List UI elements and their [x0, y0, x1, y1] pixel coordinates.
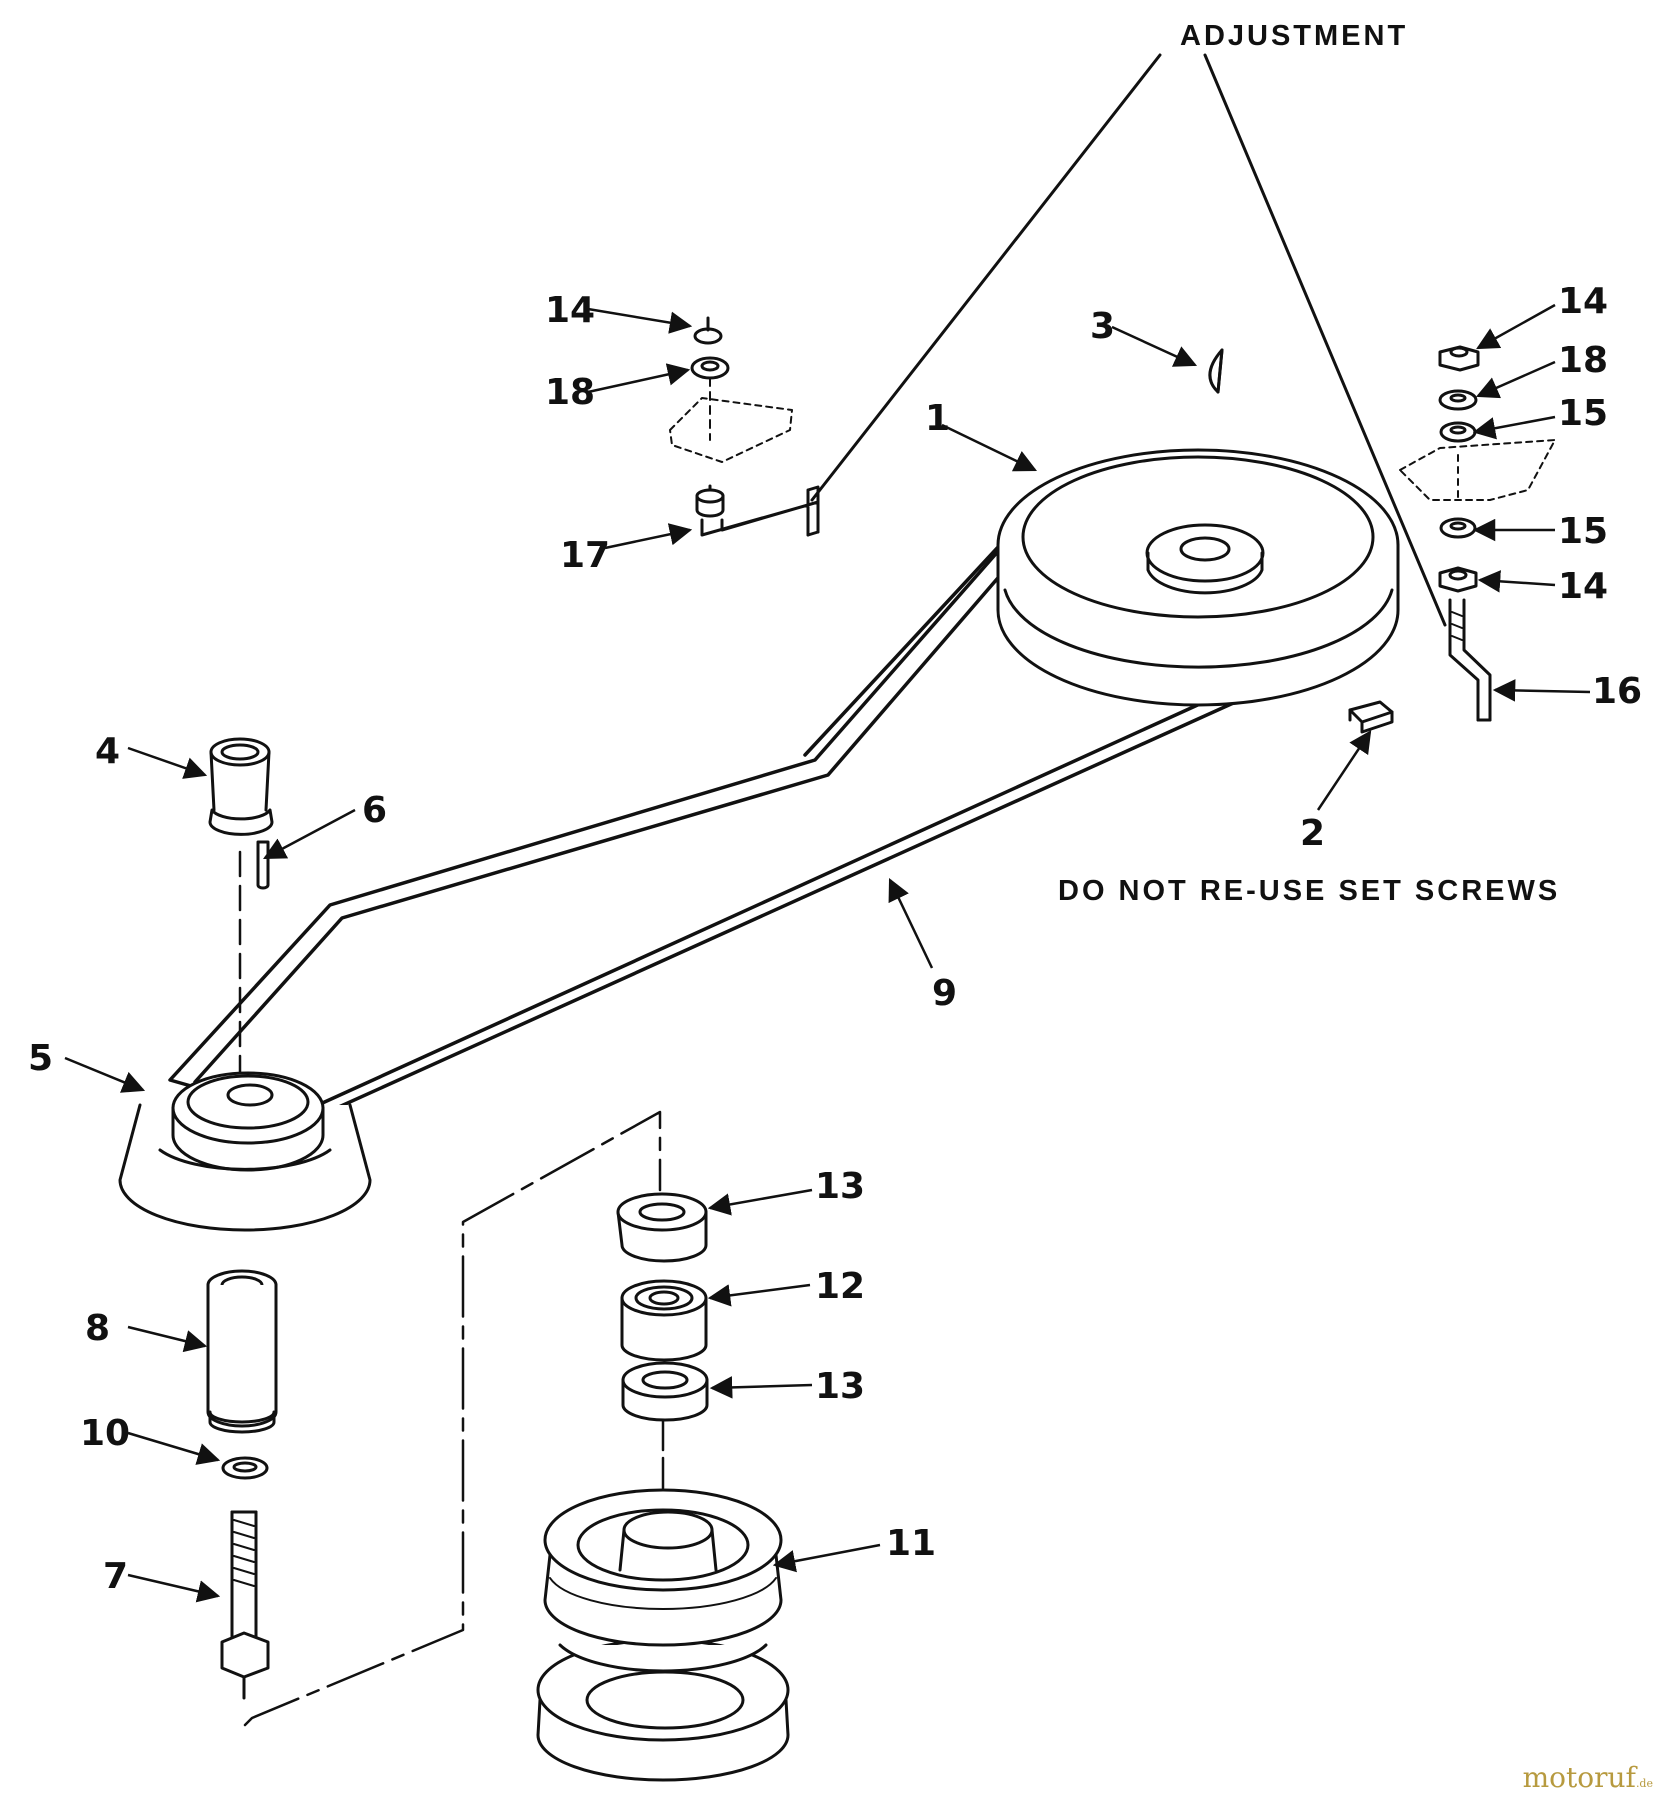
spacer-and-roll-pin [208, 737, 274, 1102]
adjustment-leader-lines [810, 53, 1447, 627]
adjustment-caption: ADJUSTMENT [1180, 20, 1408, 52]
part-label-13-lower: 13 [815, 1366, 865, 1407]
part-label-11: 11 [886, 1523, 936, 1564]
part-label-18-left: 18 [545, 372, 595, 413]
part-label-3: 3 [1090, 306, 1115, 347]
part-label-2: 2 [1300, 813, 1325, 854]
part-label-7: 7 [103, 1556, 128, 1597]
part-label-1: 1 [925, 398, 950, 439]
double-pulley [536, 1488, 790, 1782]
cone-pulley [118, 1071, 372, 1232]
part-number-callouts: 1 2 3 4 5 6 7 8 9 10 11 12 13 13 14 14 1… [28, 281, 1642, 1597]
part-label-10: 10 [80, 1413, 130, 1454]
watermark-tld: .de [1635, 1777, 1653, 1790]
woodruff-key [1208, 348, 1224, 394]
callout-arrows [64, 303, 1591, 1603]
bearing-stack [616, 1192, 709, 1542]
part-label-6: 6 [362, 790, 387, 831]
assembly-dashed-line [243, 1110, 662, 1727]
watermark-brand: motoruf [1522, 1761, 1636, 1794]
part-label-16: 16 [1592, 671, 1642, 712]
part-label-14-right-bottom: 14 [1558, 566, 1608, 607]
part-label-18-right: 18 [1558, 340, 1608, 381]
part-label-13-upper: 13 [815, 1166, 865, 1207]
part-label-14-right-top: 14 [1558, 281, 1608, 322]
part-label-17: 17 [560, 535, 610, 576]
large-pulley [996, 448, 1400, 707]
set-screw [1348, 700, 1394, 734]
left-adjustment-hardware [669, 316, 820, 537]
part-label-9: 9 [932, 973, 957, 1014]
right-adjustment-hardware [1399, 345, 1556, 722]
watermark-logo: motoruf.de [1523, 1761, 1653, 1794]
part-label-15-upper: 15 [1558, 393, 1608, 434]
part-label-14-left: 14 [545, 290, 595, 331]
part-label-4: 4 [95, 731, 120, 772]
part-label-8: 8 [85, 1308, 110, 1349]
set-screws-note: DO NOT RE-USE SET SCREWS [1058, 875, 1560, 907]
sleeve-washer-bolt [206, 1269, 278, 1700]
part-label-5: 5 [28, 1038, 53, 1079]
part-label-15-lower: 15 [1558, 511, 1608, 552]
part-label-12: 12 [815, 1266, 865, 1307]
